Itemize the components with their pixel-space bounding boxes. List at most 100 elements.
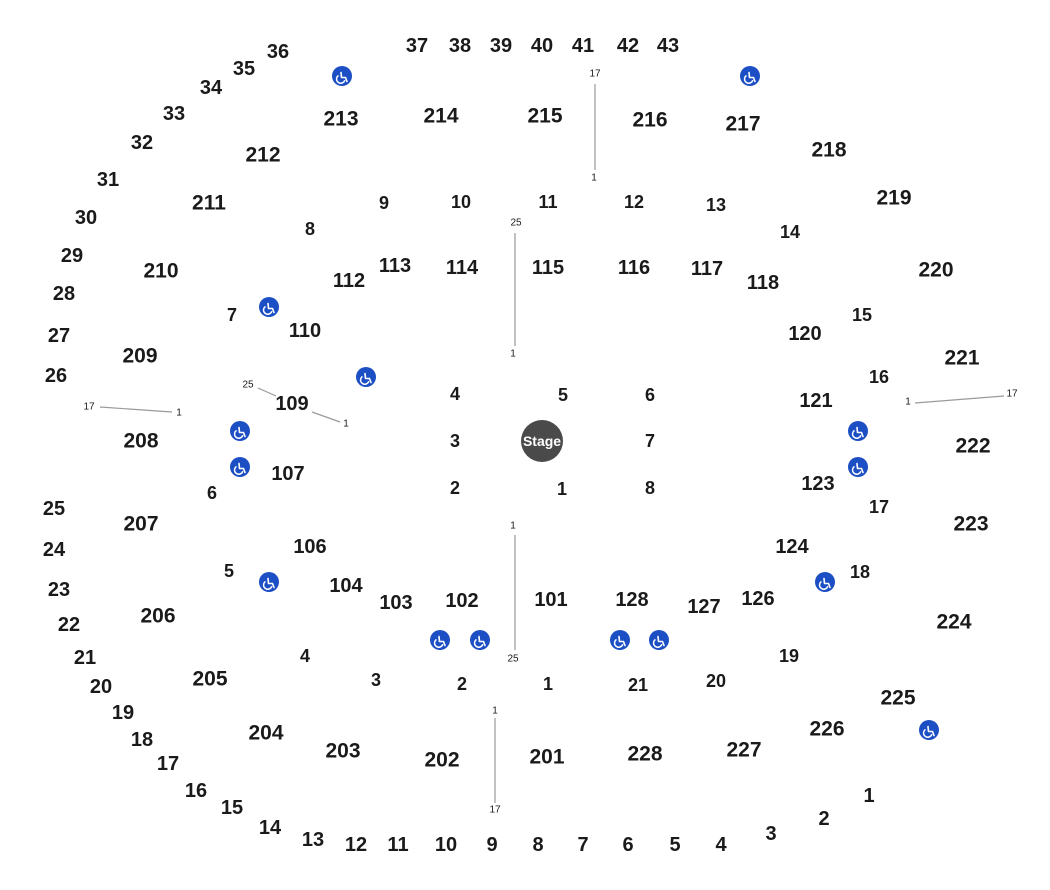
aisle-label[interactable]: 9: [379, 193, 389, 213]
section-100-label[interactable]: 103: [379, 592, 412, 614]
aisle-label[interactable]: 21: [628, 675, 648, 695]
perimeter-label[interactable]: 9: [486, 834, 497, 856]
section-200-label[interactable]: 208: [123, 430, 158, 453]
section-200-label[interactable]: 224: [936, 611, 971, 634]
floor-section-label[interactable]: 3: [450, 431, 460, 451]
perimeter-label[interactable]: 42: [617, 35, 639, 57]
section-100-label[interactable]: 106: [293, 536, 326, 558]
aisle-label[interactable]: 13: [706, 195, 726, 215]
perimeter-label[interactable]: 26: [45, 365, 67, 387]
perimeter-label[interactable]: 43: [657, 35, 679, 57]
section-100-label[interactable]: 124: [775, 536, 809, 558]
floor-section-label[interactable]: 2: [450, 478, 460, 498]
perimeter-label[interactable]: 40: [531, 35, 553, 57]
perimeter-label[interactable]: 27: [48, 325, 70, 347]
section-100-label[interactable]: 121: [799, 390, 832, 412]
perimeter-label[interactable]: 16: [185, 780, 207, 802]
section-100-label[interactable]: 114: [446, 257, 479, 279]
section-100-label[interactable]: 101: [534, 589, 567, 611]
section-200-label[interactable]: 203: [325, 740, 360, 763]
perimeter-label[interactable]: 13: [302, 829, 324, 851]
perimeter-label[interactable]: 34: [200, 77, 223, 99]
section-100-label[interactable]: 117: [691, 258, 723, 280]
perimeter-label[interactable]: 12: [345, 834, 367, 856]
floor-section-label[interactable]: 6: [645, 385, 655, 405]
section-200-label[interactable]: 204: [248, 722, 283, 745]
perimeter-label[interactable]: 4: [715, 834, 727, 856]
section-200-label[interactable]: 228: [627, 743, 662, 766]
section-100-label[interactable]: 127: [687, 596, 720, 618]
section-100-label[interactable]: 112: [333, 270, 365, 292]
floor-section-label[interactable]: 1: [557, 479, 567, 499]
section-200-label[interactable]: 215: [527, 105, 562, 128]
perimeter-label[interactable]: 30: [75, 207, 97, 229]
section-100-label[interactable]: 128: [615, 589, 648, 611]
section-200-label[interactable]: 210: [143, 260, 178, 283]
floor-section-label[interactable]: 4: [450, 384, 460, 404]
perimeter-label[interactable]: 33: [163, 103, 185, 125]
perimeter-label[interactable]: 39: [490, 35, 512, 57]
perimeter-label[interactable]: 28: [53, 283, 75, 305]
perimeter-label[interactable]: 10: [435, 834, 457, 856]
aisle-label[interactable]: 11: [538, 192, 557, 212]
perimeter-label[interactable]: 8: [532, 834, 543, 856]
floor-section-label[interactable]: 8: [645, 478, 655, 498]
perimeter-label[interactable]: 24: [43, 539, 66, 561]
section-200-label[interactable]: 205: [192, 668, 227, 691]
section-200-label[interactable]: 217: [725, 113, 760, 136]
section-200-label[interactable]: 202: [424, 749, 459, 772]
section-200-label[interactable]: 221: [944, 347, 979, 370]
perimeter-label[interactable]: 25: [43, 498, 65, 520]
section-100-label[interactable]: 102: [445, 590, 478, 612]
aisle-label[interactable]: 7: [227, 305, 237, 325]
aisle-label[interactable]: 10: [451, 192, 471, 212]
perimeter-label[interactable]: 20: [90, 676, 112, 698]
section-100-label[interactable]: 113: [379, 255, 411, 277]
aisle-label[interactable]: 4: [300, 646, 310, 666]
section-200-label[interactable]: 226: [809, 718, 844, 741]
section-200-label[interactable]: 207: [123, 513, 158, 536]
section-200-label[interactable]: 227: [726, 739, 761, 762]
perimeter-label[interactable]: 5: [669, 834, 680, 856]
section-100-label[interactable]: 110: [289, 320, 321, 342]
section-200-label[interactable]: 219: [876, 187, 911, 210]
section-200-label[interactable]: 212: [245, 144, 280, 167]
perimeter-label[interactable]: 6: [622, 834, 633, 856]
perimeter-label[interactable]: 21: [74, 647, 96, 669]
aisle-label[interactable]: 8: [305, 219, 315, 239]
section-200-label[interactable]: 206: [140, 605, 175, 628]
section-100-label[interactable]: 104: [329, 575, 363, 597]
perimeter-label[interactable]: 19: [112, 702, 134, 724]
perimeter-label[interactable]: 41: [572, 35, 594, 57]
perimeter-label[interactable]: 31: [97, 169, 119, 191]
section-100-label[interactable]: 118: [747, 272, 779, 294]
aisle-label[interactable]: 17: [869, 497, 889, 517]
section-200-label[interactable]: 214: [423, 105, 458, 128]
section-200-label[interactable]: 209: [122, 345, 157, 368]
perimeter-label[interactable]: 38: [449, 35, 471, 57]
section-200-label[interactable]: 213: [323, 108, 358, 131]
perimeter-label[interactable]: 2: [818, 808, 829, 830]
aisle-label[interactable]: 5: [224, 561, 234, 581]
section-100-label[interactable]: 115: [532, 257, 564, 279]
section-100-label[interactable]: 116: [618, 257, 650, 279]
aisle-label[interactable]: 3: [371, 670, 381, 690]
section-200-label[interactable]: 211: [192, 192, 226, 215]
perimeter-label[interactable]: 11: [387, 834, 408, 856]
section-200-label[interactable]: 225: [880, 687, 915, 710]
aisle-label[interactable]: 12: [624, 192, 644, 212]
perimeter-label[interactable]: 1: [863, 785, 874, 807]
aisle-label[interactable]: 1: [543, 674, 553, 694]
section-200-label[interactable]: 216: [632, 109, 667, 132]
perimeter-label[interactable]: 14: [259, 817, 282, 839]
aisle-label[interactable]: 16: [869, 367, 889, 387]
perimeter-label[interactable]: 29: [61, 245, 83, 267]
perimeter-label[interactable]: 32: [131, 132, 153, 154]
perimeter-label[interactable]: 15: [221, 797, 243, 819]
section-100-label[interactable]: 107: [271, 463, 304, 485]
aisle-label[interactable]: 6: [207, 483, 217, 503]
perimeter-label[interactable]: 3: [765, 823, 776, 845]
perimeter-label[interactable]: 35: [233, 58, 255, 80]
floor-section-label[interactable]: 7: [645, 431, 655, 451]
perimeter-label[interactable]: 7: [577, 834, 588, 856]
